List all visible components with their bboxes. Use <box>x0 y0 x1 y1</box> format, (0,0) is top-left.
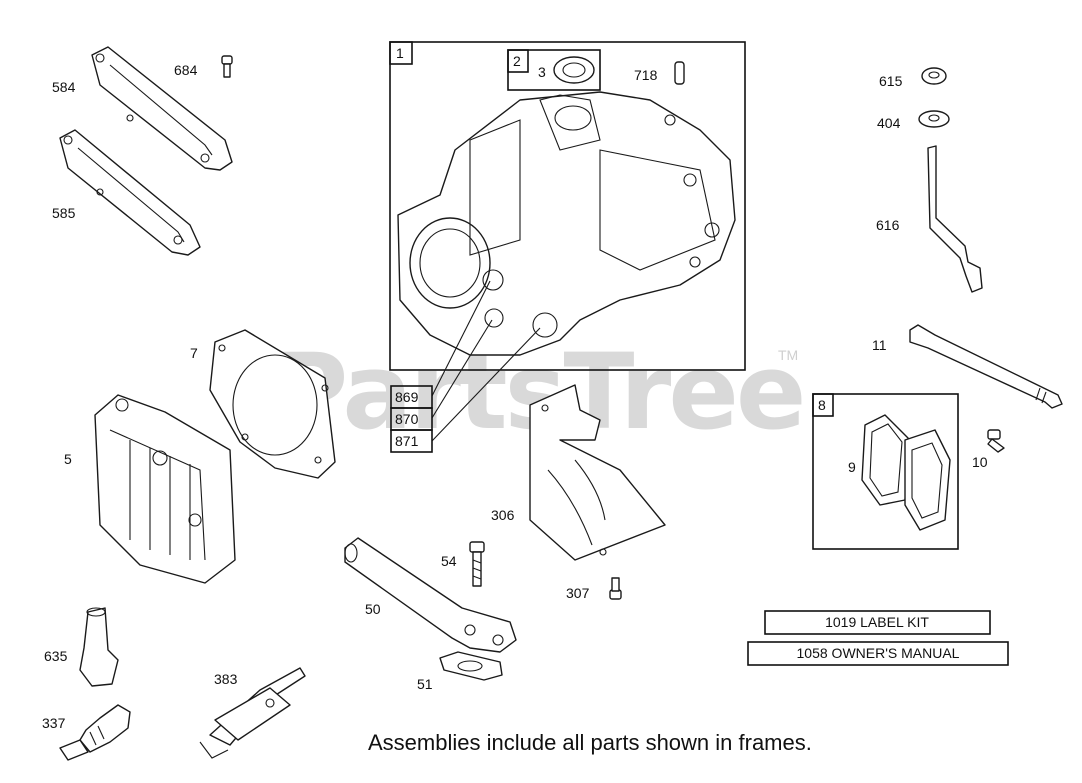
callout-307: 307 <box>566 585 590 601</box>
screw-10-icon[interactable] <box>987 429 1005 453</box>
callout-10: 10 <box>972 454 988 470</box>
owners-manual-box[interactable]: 1058 OWNER'S MANUAL <box>747 641 1009 666</box>
callout-1: 1 <box>396 45 404 61</box>
callout-616: 616 <box>876 217 900 233</box>
callout-585: 585 <box>52 205 76 221</box>
breather-gasket-icon <box>861 414 911 506</box>
callout-51: 51 <box>417 676 433 692</box>
callout-615: 615 <box>879 73 903 89</box>
callout-7: 7 <box>190 345 198 361</box>
callout-11: 11 <box>872 337 887 353</box>
callout-718: 718 <box>634 67 658 83</box>
dipstick-tube-11-icon[interactable] <box>909 324 1063 409</box>
callout-684: 684 <box>174 62 198 78</box>
breather-cover-icon <box>904 429 951 531</box>
washer-404-icon[interactable] <box>918 110 950 128</box>
spark-plug-337-icon[interactable] <box>59 704 131 761</box>
screw-307-icon[interactable] <box>609 577 622 600</box>
lever-616-icon[interactable] <box>927 145 983 293</box>
screw-684-icon[interactable] <box>221 55 233 78</box>
callout-306: 306 <box>491 507 515 523</box>
gasket-585-icon[interactable] <box>59 129 201 256</box>
callout-54: 54 <box>441 553 457 569</box>
crankcase-icon <box>397 91 736 356</box>
dowel-pin-icon <box>674 61 685 85</box>
frame-2-oil-seal[interactable]: 2 3 <box>507 49 601 91</box>
spark-plug-boot-635-icon[interactable] <box>79 607 119 687</box>
callout-383: 383 <box>214 671 238 687</box>
callout-8: 8 <box>818 397 826 413</box>
frame-1-crankcase[interactable]: 1 2 3 718 <box>389 41 746 442</box>
callout-50: 50 <box>365 601 381 617</box>
frame-8-breather[interactable]: 8 9 <box>812 393 959 550</box>
callout-9: 9 <box>848 459 856 475</box>
callout-337: 337 <box>42 715 66 731</box>
oil-seal-icon <box>553 56 595 84</box>
assemblies-note: Assemblies include all parts shown in fr… <box>368 730 812 755</box>
callout-404: 404 <box>877 115 901 131</box>
plug-callouts[interactable]: 869 870 871 <box>390 385 433 453</box>
callout-2: 2 <box>513 53 521 69</box>
air-guide-306-icon[interactable] <box>529 384 666 561</box>
bolt-54-icon[interactable] <box>469 541 485 587</box>
head-gasket-icon[interactable] <box>209 329 336 479</box>
nut-615-icon[interactable] <box>921 67 947 85</box>
exhaust-pipe-50-icon[interactable] <box>344 537 517 653</box>
cylinder-head-icon[interactable] <box>94 394 236 584</box>
callout-871: 871 <box>395 433 419 449</box>
callout-584: 584 <box>52 79 76 95</box>
label-kit-box[interactable]: 1019 LABEL KIT <box>764 610 991 635</box>
callout-870: 870 <box>395 411 419 427</box>
owners-manual-text: 1058 OWNER'S MANUAL <box>797 645 960 661</box>
callout-5: 5 <box>64 451 72 467</box>
callout-3: 3 <box>538 64 546 80</box>
label-kit-text: 1019 LABEL KIT <box>825 614 929 630</box>
callout-869: 869 <box>395 389 419 405</box>
gasket-584-icon[interactable] <box>91 46 233 171</box>
spark-plug-tester-383-icon[interactable] <box>199 667 306 759</box>
callout-635: 635 <box>44 648 68 664</box>
exhaust-gasket-51-icon[interactable] <box>439 651 503 681</box>
watermark-trademark: TM <box>778 347 798 363</box>
